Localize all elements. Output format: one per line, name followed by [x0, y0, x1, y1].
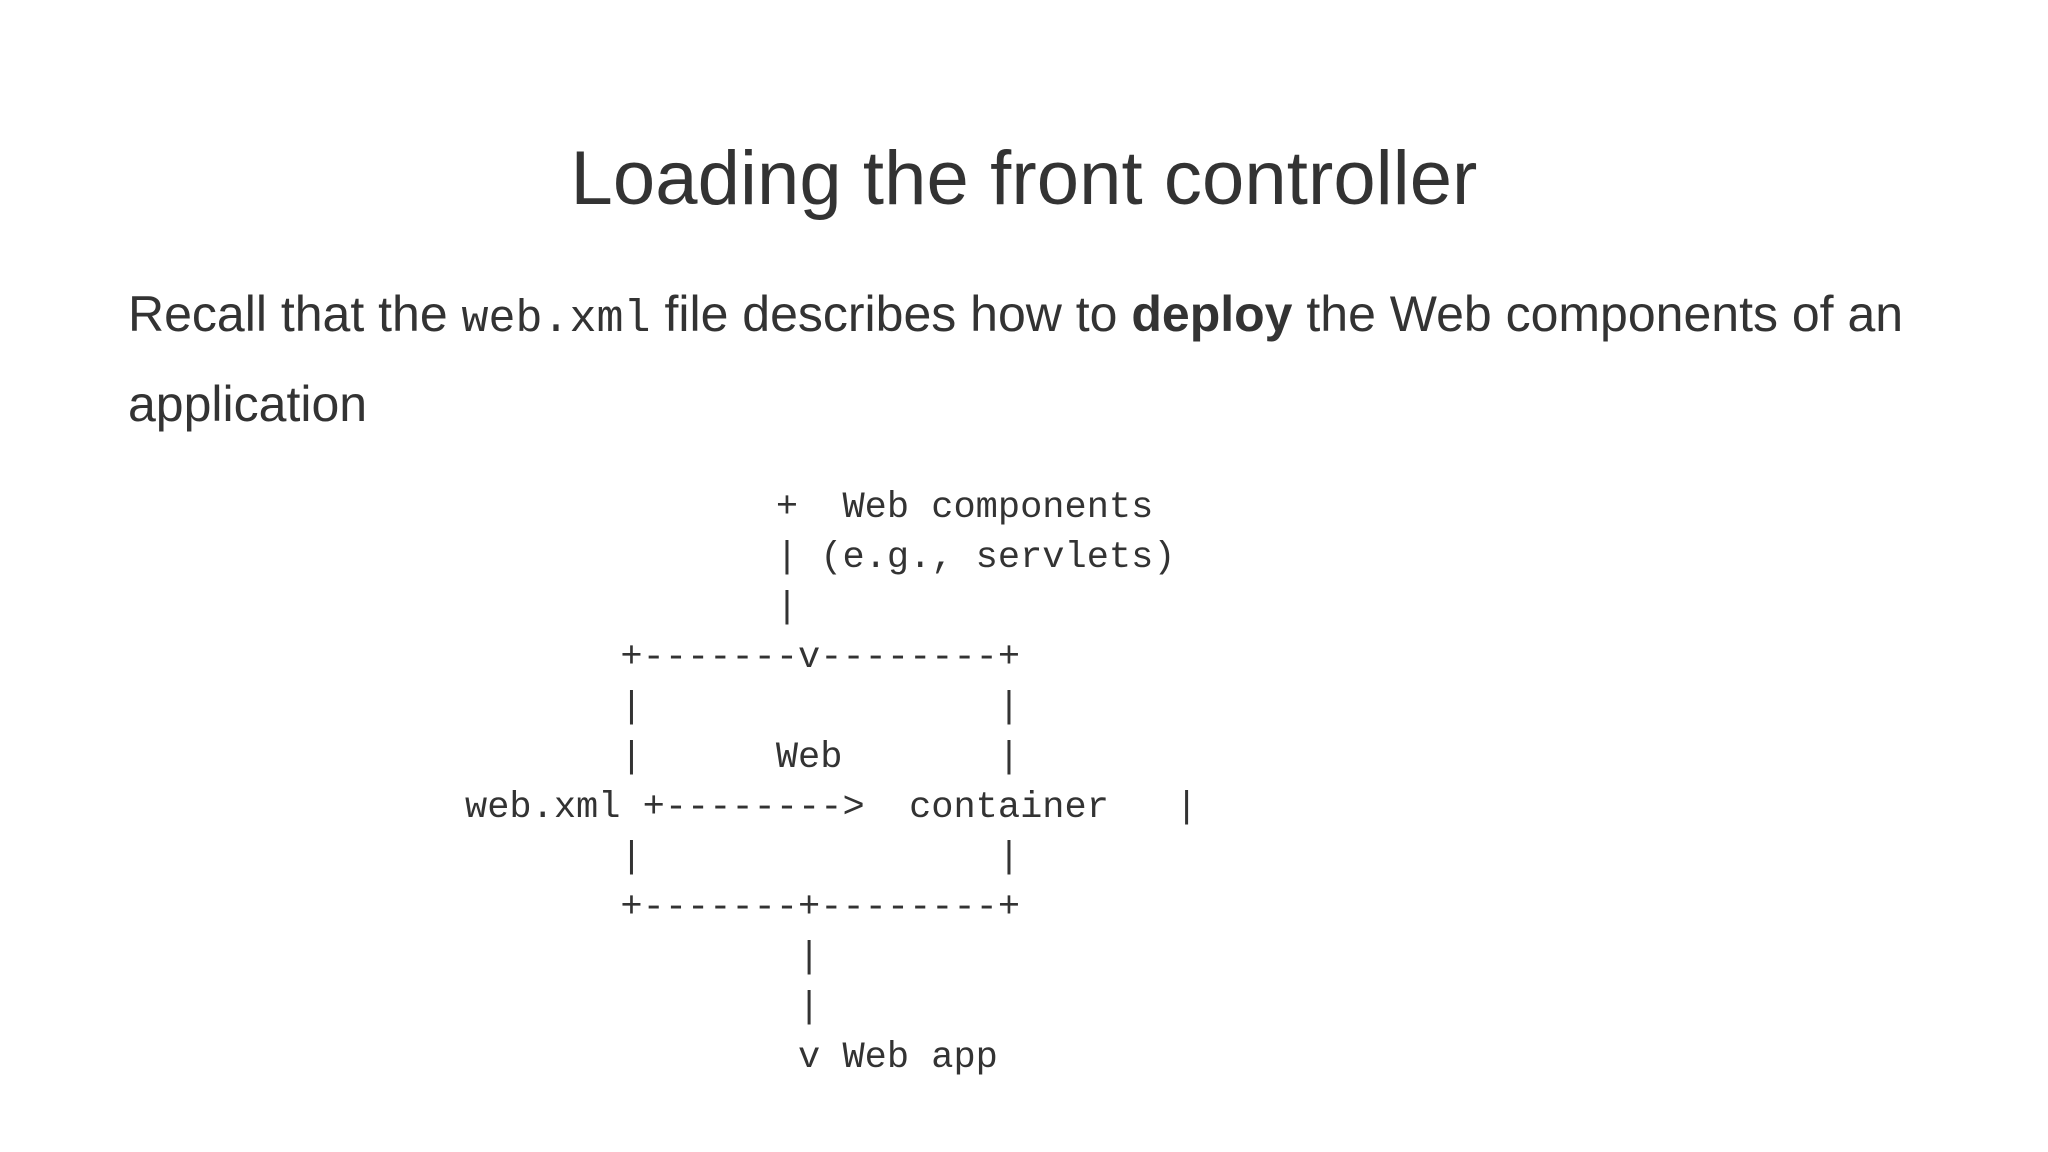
body-lead-text: Recall that the — [128, 286, 462, 342]
body-tail-text: the Web components of an application — [128, 286, 1904, 432]
body-middle-text: file describes how to — [650, 286, 1132, 342]
ascii-diagram: + Web components | (e.g., servlets) | +-… — [465, 487, 1198, 1079]
body-emphasis-deploy: deploy — [1131, 286, 1293, 342]
code-term-web-xml: web.xml — [461, 294, 651, 345]
body-paragraph: Recall that the web.xml file describes h… — [128, 272, 1918, 446]
page-title: Loading the front controller — [570, 135, 1478, 221]
